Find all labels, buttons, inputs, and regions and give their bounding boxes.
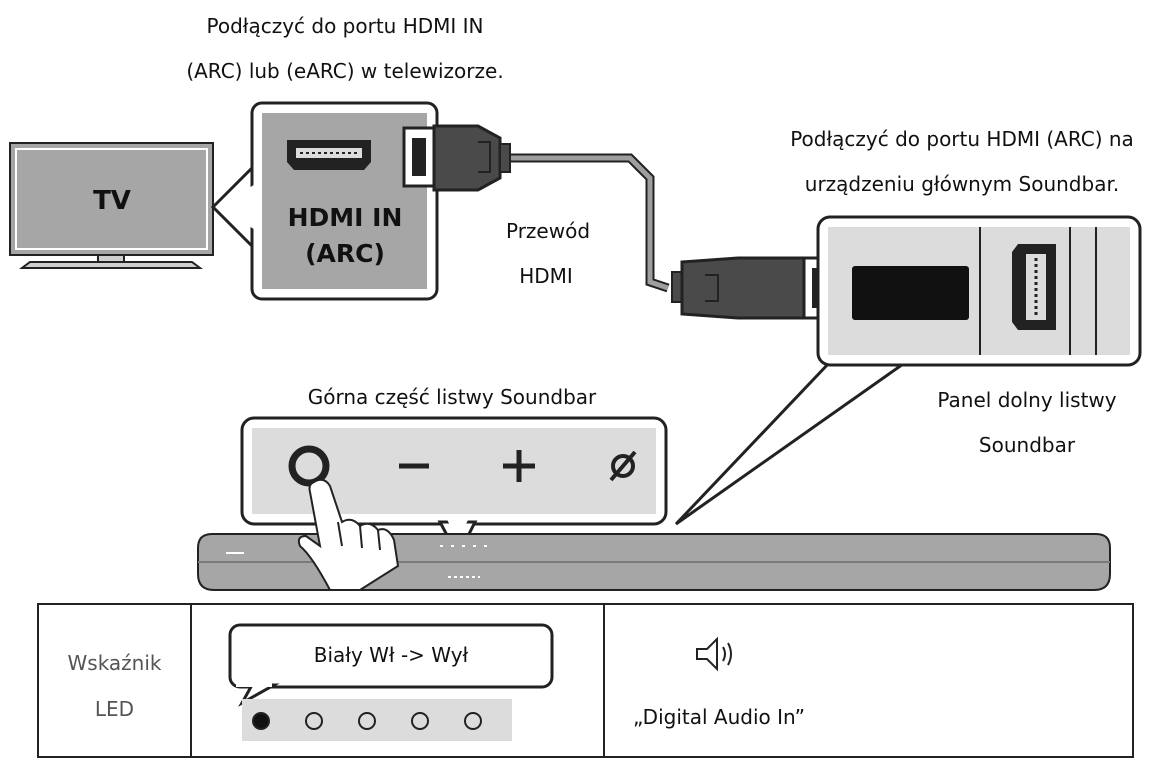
mic-off-button-icon [609,450,637,482]
hdmi-port-icon [287,140,371,170]
soundbar-port-label-line1: HDMI [911,275,957,293]
top-panel-label: Górna część listwy Soundbar [308,385,597,409]
cable-label-line2: HDMI [519,264,573,288]
led-dot-on [252,712,270,730]
tv-port-callout: HDMI IN (ARC) [210,101,439,301]
cable-label-line1: Przewód [506,219,590,243]
led-dot-off [464,712,482,730]
tv-port-label-line2: (ARC) [305,239,385,268]
led-row-label-cell: Wskaźnik LED [39,605,192,756]
tv-port-label-line1: HDMI IN [288,203,403,232]
led-dot-off [305,712,323,730]
volume-up-button-icon [503,450,535,482]
led-callout-text: Biały Wł -> Wył [313,643,469,667]
hand-pointer-icon [297,478,400,591]
tv-port-note-line1: Podłączyć do portu HDMI IN [206,14,483,38]
bottom-panel-label-line1: Panel dolny listwy [937,388,1116,412]
led-row-label-line1: Wskaźnik [67,651,162,675]
soundbar-port-note-line1: Podłączyć do portu HDMI (ARC) na [790,127,1134,151]
led-dot-off [411,712,429,730]
soundbar-port-label-line2: (ARC) [910,295,958,313]
led-row-label-line2: LED [94,697,135,721]
soundbar-port-callout: HDMI (ARC) [674,215,1142,526]
hdmi-port-icon [1012,244,1056,330]
led-state-cell: Biały Wł -> Wył [192,605,605,756]
hdmi-cable [402,124,836,320]
tv-label: TV [93,186,131,216]
led-indicator-table: Wskaźnik LED Biały Wł -> Wył „Digital Au… [37,603,1134,758]
tv-port-note-line2: (ARC) lub (eARC) w telewizorze. [186,59,503,83]
speaker-icon [696,636,732,672]
source-text: „Digital Audio In” [633,705,805,729]
source-cell: „Digital Audio In” [605,605,1132,756]
led-dot-off [358,712,376,730]
led-state-graphic [228,623,554,741]
bottom-panel-label-line2: Soundbar [979,433,1076,457]
soundbar-port-note-line2: urządzeniu głównym Soundbar. [805,172,1119,196]
tv-illustration: TV [9,142,214,269]
power-button-icon [288,445,330,487]
